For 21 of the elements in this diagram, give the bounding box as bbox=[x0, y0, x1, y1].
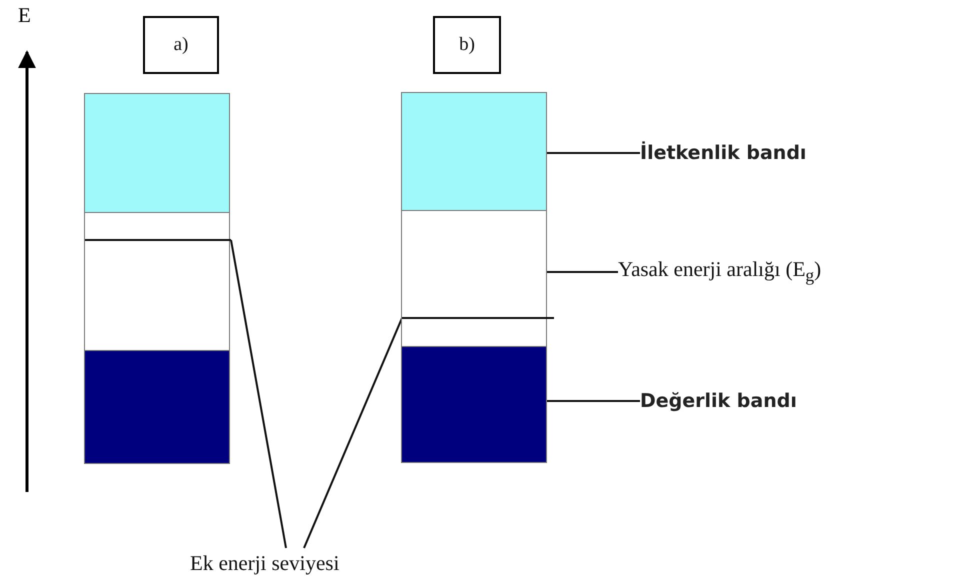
panel-letter: b) bbox=[459, 34, 475, 56]
panel-label-box bbox=[143, 16, 219, 74]
conduction-band bbox=[84, 93, 230, 213]
axis-label: E bbox=[18, 3, 31, 28]
annotation-text: Ek enerji seviyesi bbox=[190, 550, 340, 576]
band-label: İletkenlik bandı bbox=[640, 142, 806, 164]
valence-band bbox=[84, 350, 230, 464]
energy-level-line bbox=[402, 317, 554, 319]
panel-letter: a) bbox=[174, 34, 188, 56]
annotation-text: Yasak enerji aralığı (E$_{g}$) bbox=[618, 257, 822, 287]
band-gap bbox=[84, 212, 230, 351]
leader-line bbox=[547, 400, 640, 402]
band-label: Değerlik bandı bbox=[640, 390, 797, 412]
leader-line bbox=[230, 240, 287, 548]
leader-line bbox=[547, 152, 640, 154]
leader-line bbox=[303, 318, 403, 548]
valence-band bbox=[401, 346, 547, 463]
energy-level-line bbox=[85, 239, 231, 241]
conduction-band bbox=[401, 92, 547, 211]
panel-label-box bbox=[433, 16, 501, 74]
leader-line bbox=[547, 271, 618, 273]
